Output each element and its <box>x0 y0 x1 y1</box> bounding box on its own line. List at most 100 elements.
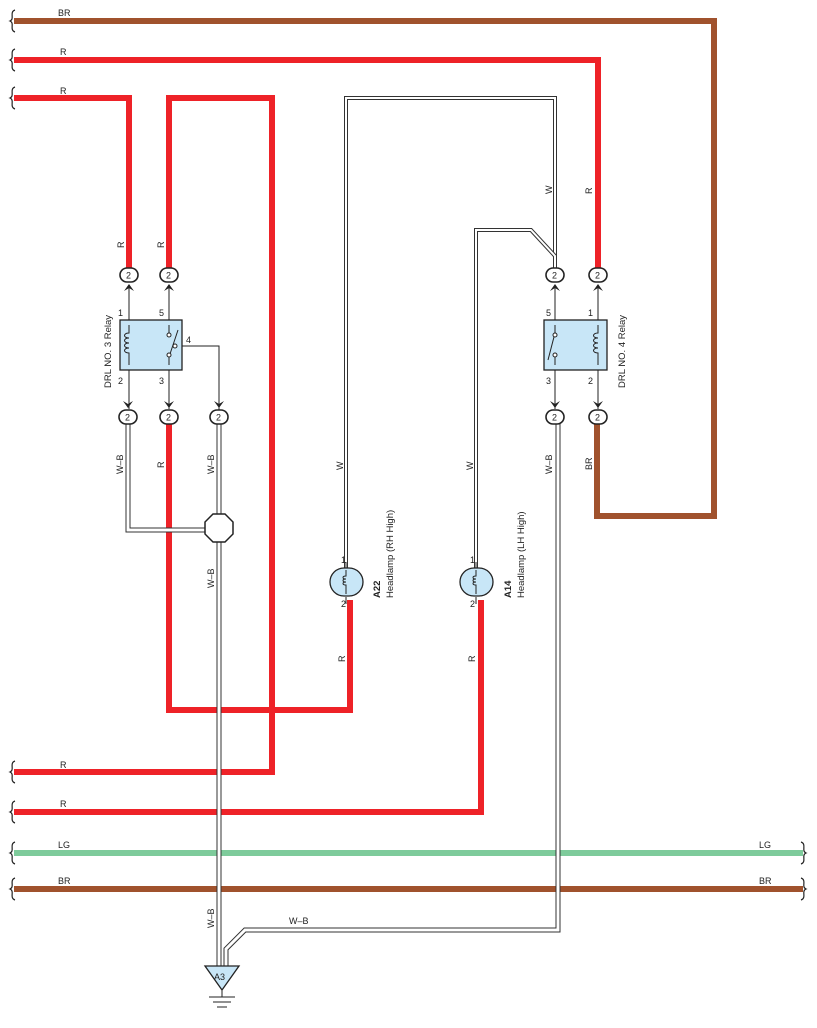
wire-wb-drl3-pin2 <box>126 424 207 532</box>
drl4-pin3-label: 3 <box>546 376 551 386</box>
wire-label-top-br: BR <box>58 8 71 18</box>
drl4-pin5-label: 5 <box>546 308 551 318</box>
ground-code: A3 <box>214 972 225 982</box>
wire-break-icon <box>8 9 16 33</box>
wire-break-icon <box>8 841 16 865</box>
drl3-pin4-label: 4 <box>186 335 191 345</box>
wire-label-drl4-pin1: R <box>584 187 594 194</box>
connector-drl3-out-pin4: 2 <box>209 401 229 425</box>
wire-label-ground-trunk: W–B <box>206 568 216 588</box>
connector-drl4-out-pin2: 2 <box>588 401 608 425</box>
wire-break-icon <box>8 48 16 72</box>
connector-pin-number: 2 <box>125 413 130 423</box>
wire-r-top-drl4 <box>14 57 601 268</box>
wire-label-drl3-pin4: W–B <box>206 454 216 474</box>
wire-label-a14-in: W <box>465 461 475 470</box>
drl4-relay: 5 1 3 2 DRL NO. 4 Relay <box>543 308 628 388</box>
wire-break-icon <box>800 877 808 901</box>
chevron-down-icon <box>550 401 560 408</box>
wire-wb-drl4-pin3 <box>224 424 560 966</box>
connector-oval-icon <box>545 409 565 425</box>
wire-break-icon <box>800 841 808 865</box>
wire-label-top-r2: R <box>60 86 67 96</box>
chevron-down-icon <box>164 401 174 408</box>
connector-drl4-in-pin5: 2 <box>545 267 565 291</box>
wire-label-ground-trunk-lower: W–B <box>206 908 216 928</box>
connector-drl4-in-pin1: 2 <box>588 267 608 291</box>
drl3-relay: 1 5 4 2 3 DRL NO. 3 Relay <box>103 308 191 388</box>
wire-label-drl4-pin3: W–B <box>544 454 554 474</box>
connector-oval-icon <box>545 267 565 283</box>
connector-pin-number: 2 <box>552 271 557 281</box>
wire-r-drl3-a22 <box>166 424 353 713</box>
a22-code: A22 <box>372 581 383 598</box>
drl3-pin4-internal-line <box>175 345 220 412</box>
ground-connector-icon <box>203 965 241 992</box>
relay-pin-legs <box>128 287 599 604</box>
wire-r-top-drl3 <box>14 95 132 268</box>
a14-code: A14 <box>503 580 514 598</box>
connector-oval-icon <box>119 267 139 283</box>
wire-label-bottom-r2: R <box>60 799 67 809</box>
drl3-title: DRL NO. 3 Relay <box>103 315 114 388</box>
connector-pin-number: 2 <box>595 271 600 281</box>
wire-label-drl3-pin1: R <box>116 241 126 248</box>
drl4-switch-icon <box>547 325 558 365</box>
chevron-up-icon <box>164 284 174 291</box>
chevron-up-icon <box>593 284 603 291</box>
drl3-relay-body <box>119 319 183 371</box>
wire-label-drl3-pin5: R <box>156 241 166 248</box>
connector-oval-icon <box>159 267 179 283</box>
a22-headlamp-icon <box>329 567 364 597</box>
a22-pin2-label: 2 <box>341 599 346 609</box>
wire-r-a14 <box>14 600 484 815</box>
wire-break-icon <box>8 877 16 901</box>
wire-break-icon <box>8 760 16 784</box>
a14-headlamp-icon <box>459 567 494 597</box>
connector-pin-number: 2 <box>126 271 131 281</box>
a14-headlamp: 1 2 A14 Headlamp (LH High) <box>459 511 527 609</box>
junction-connector-icon <box>204 513 234 543</box>
a14-pin1-label: 1 <box>470 555 475 565</box>
wire-label-lg-right: LG <box>759 840 771 850</box>
connector-drl3-out-pin2: 2 <box>118 401 138 425</box>
connector-oval-icon <box>159 409 179 425</box>
chevron-up-icon <box>550 284 560 291</box>
drl3-pin3-label: 3 <box>159 376 164 386</box>
wire-w-drl4-a14 <box>475 229 556 570</box>
chevron-down-icon <box>214 401 224 408</box>
wire-label-drl3-pin2: W–B <box>115 454 125 474</box>
a22-title: Headlamp (RH High) <box>385 510 396 598</box>
wire-label-a14-out: R <box>467 655 477 662</box>
connector-pin-number: 2 <box>166 271 171 281</box>
connector-pin-number: 2 <box>216 413 221 423</box>
a22-pin1-label: 1 <box>341 555 346 565</box>
ground-point-a3: A3 <box>203 965 241 1008</box>
wire-label-top-r1: R <box>60 47 67 57</box>
wire-label-a22-out: R <box>337 655 347 662</box>
a14-pin2-label: 2 <box>470 599 475 609</box>
connector-drl3-out-pin3: 2 <box>159 401 179 425</box>
wire-label-drl3-pin3: R <box>156 461 166 468</box>
connector-oval-icon <box>209 409 229 425</box>
wire-label-a22-in: W <box>335 461 345 470</box>
drl4-title: DRL NO. 4 Relay <box>617 315 628 388</box>
wire-br-top <box>14 18 717 519</box>
chevron-up-icon <box>124 284 134 291</box>
wire-label-br-left: BR <box>58 876 71 886</box>
connector-drl4-out-pin3: 2 <box>545 401 565 425</box>
wire-label-drl4-pin2: BR <box>584 457 594 470</box>
wire-label-drl4-pin5: W <box>544 185 554 194</box>
wire-label-br-right: BR <box>759 876 772 886</box>
wire-break-icon <box>8 800 16 824</box>
ground-symbol-icon <box>209 990 235 1008</box>
drl3-pin1-label: 1 <box>118 308 123 318</box>
drl4-pin1-label: 1 <box>588 308 593 318</box>
connector-oval-icon <box>588 409 608 425</box>
wire-label-lg-left: LG <box>58 840 70 850</box>
connector-pin-number: 2 <box>552 413 557 423</box>
a22-headlamp: 1 2 A22 Headlamp (RH High) <box>329 510 396 609</box>
drl3-pin2-label: 2 <box>118 376 123 386</box>
